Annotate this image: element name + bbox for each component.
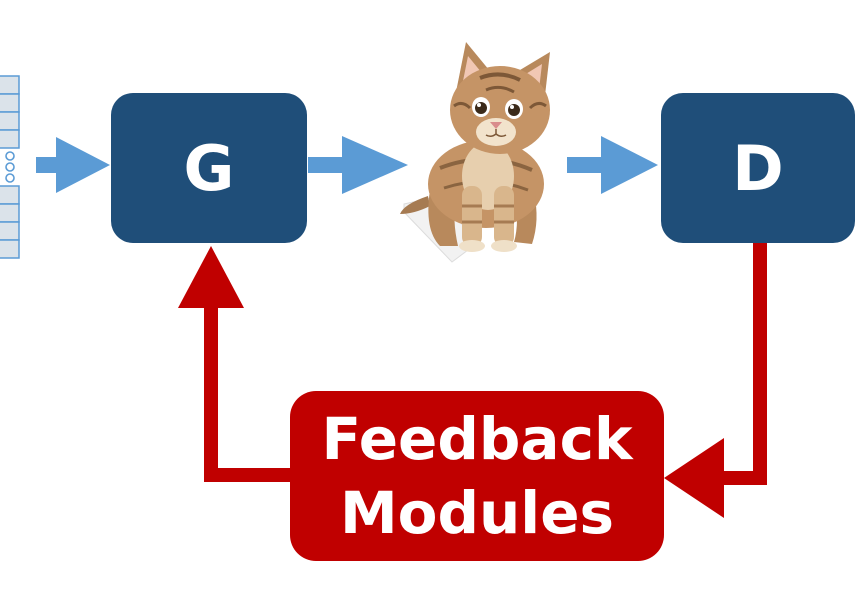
generator-box: G <box>111 93 307 243</box>
arrow-input-to-g <box>36 137 110 193</box>
discriminator-box: D <box>661 93 855 243</box>
noise-vector-icon <box>0 75 20 259</box>
feedback-modules-box: Feedback Modules <box>290 391 664 561</box>
arrow-g-to-image <box>308 136 408 194</box>
feedback-label-line2: Modules <box>339 479 615 547</box>
feedback-label-line1: Feedback <box>321 405 633 473</box>
kitten-image <box>400 42 550 263</box>
feedback-path-modules-to-g <box>178 246 292 482</box>
feedback-path-d-to-modules <box>664 243 767 518</box>
generator-label: G <box>183 131 235 205</box>
discriminator-label: D <box>732 131 784 205</box>
arrow-image-to-d <box>567 136 658 194</box>
